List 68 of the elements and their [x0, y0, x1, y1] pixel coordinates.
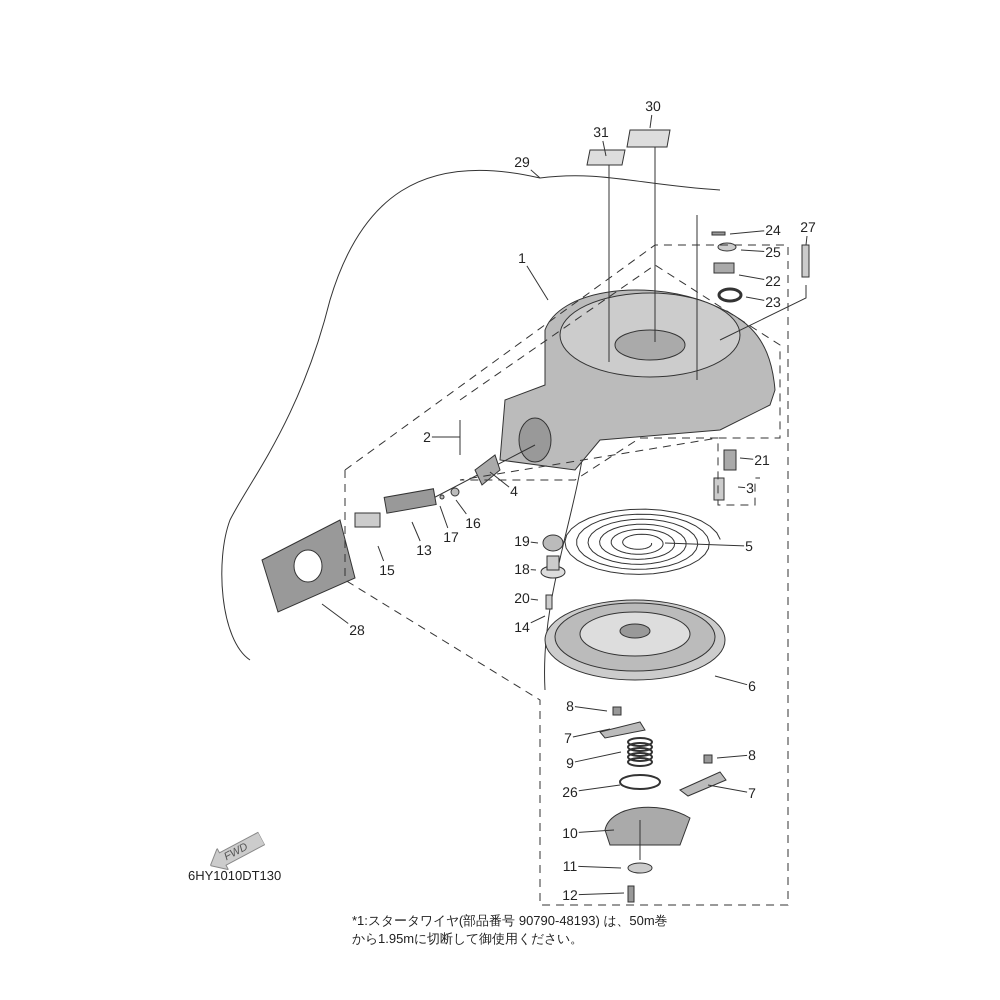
leader-line [650, 114, 652, 128]
leader-line [714, 676, 748, 686]
leader-line [738, 274, 765, 280]
callout-number: 30 [645, 98, 661, 114]
callout-number: 23 [765, 294, 781, 310]
callout-number: 2 [423, 429, 431, 445]
leader-line [716, 754, 748, 758]
callout-number: 21 [754, 452, 770, 468]
callout-number: 12 [562, 887, 578, 903]
callout-number: 15 [379, 562, 395, 578]
callout-number: 8 [566, 698, 574, 714]
leader-line [578, 830, 614, 833]
leader-line [431, 436, 460, 438]
callout-number: 6 [748, 678, 756, 694]
leader-line [578, 866, 622, 868]
leader-line [530, 616, 546, 624]
leader-line [578, 892, 624, 896]
leader-line [378, 546, 384, 562]
leader-line [526, 265, 548, 300]
callout-number: 3 [746, 480, 754, 496]
leader-line [490, 472, 510, 488]
callout-number: 25 [765, 244, 781, 260]
callout-number: 29 [514, 154, 530, 170]
callout-number: 7 [564, 730, 572, 746]
leader-line [738, 486, 746, 488]
callout-number: 9 [566, 755, 574, 771]
callout-number: 14 [514, 619, 530, 635]
callout-number: 31 [593, 124, 609, 140]
callout-number: 8 [748, 747, 756, 763]
callout-number: 17 [443, 529, 459, 545]
leader-line [322, 604, 349, 624]
note-text: *1:スタータワイヤ(部品番号 90790-48193) は、50m巻から1.95mに切断して御使用ください。 [352, 912, 669, 948]
callout-number: 24 [765, 222, 781, 238]
callout-number: 4 [510, 483, 518, 499]
leader-line [740, 250, 765, 252]
leader-line [530, 542, 538, 544]
leader-line [806, 236, 808, 246]
leader-line [412, 522, 421, 542]
leader-line [746, 296, 765, 301]
leader-line [574, 706, 608, 712]
leader-line [730, 230, 765, 234]
leader-line [572, 728, 610, 738]
leader-line [740, 458, 754, 460]
leader-line [440, 506, 448, 528]
callout-number: 19 [514, 533, 530, 549]
callout-number: 11 [562, 858, 578, 874]
callout-number: 10 [562, 825, 578, 841]
leader-line [664, 542, 745, 546]
callout-number: 26 [562, 784, 578, 800]
leader-line [530, 598, 538, 600]
callout-number: 20 [514, 590, 530, 606]
callout-number: 13 [416, 542, 432, 558]
callout-number: 28 [349, 622, 365, 638]
leader-line [708, 784, 748, 793]
callout-number: 16 [465, 515, 481, 531]
callout-number: 22 [765, 273, 781, 289]
leader-line [530, 569, 536, 570]
callout-number: 18 [514, 561, 530, 577]
leader-line [456, 500, 467, 514]
callout-number: 7 [748, 785, 756, 801]
leader-line [602, 140, 606, 156]
leader-line [530, 169, 540, 178]
callout-number: 27 [800, 219, 816, 235]
callout-number: 1 [518, 250, 526, 266]
leader-line [574, 752, 622, 762]
drawing-code: 6HY1010DT130 [188, 868, 282, 883]
leader-line [578, 784, 620, 792]
callout-number: 5 [745, 538, 753, 554]
